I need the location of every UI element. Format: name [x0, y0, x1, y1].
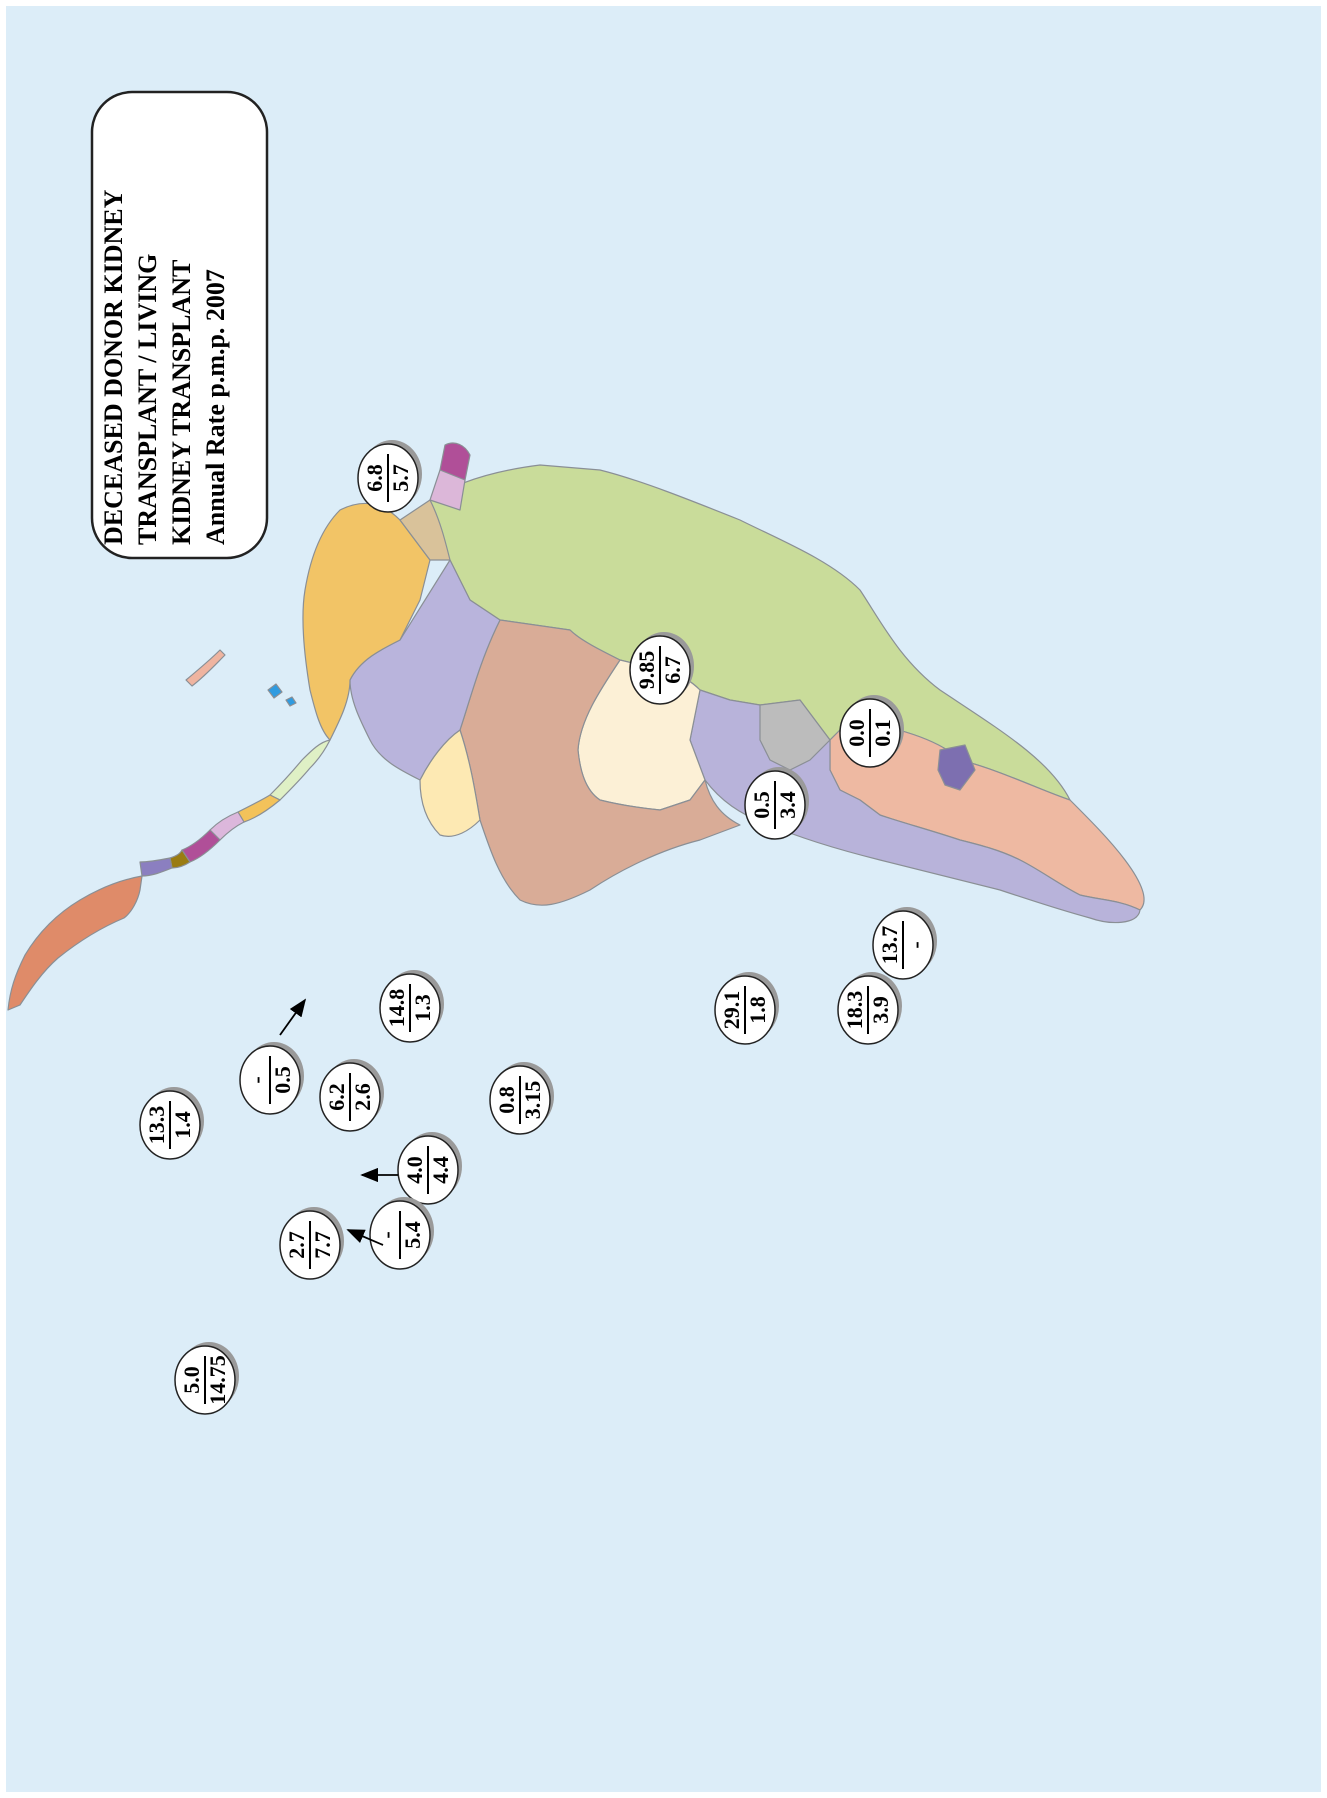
deceased-rate: 29.1 [719, 991, 744, 1030]
deceased-rate: 0.8 [494, 1086, 519, 1114]
living-rate: 3.9 [868, 996, 893, 1024]
region-guyana [399, 499, 451, 561]
living-rate: 1.3 [410, 994, 435, 1022]
living-rate: 2.6 [350, 1083, 375, 1111]
living-rate: 7.7 [310, 1231, 335, 1259]
living-rate: 0.5 [270, 1066, 295, 1094]
legend-box: DECEASED DONOR KIDNEY TRANSPLANT / LIVIN… [90, 90, 269, 560]
pointer-arrow [279, 998, 307, 1036]
region-dominican-republic [267, 683, 283, 699]
deceased-rate: - [374, 1231, 399, 1238]
legend-title-line-2: TRANSPLANT / LIVING [133, 254, 162, 545]
living-rate: 14.75 [205, 1355, 230, 1405]
legend-title-line-4: Annual Rate p.m.p. 2007 [201, 269, 230, 545]
living-rate: 3.4 [775, 791, 800, 819]
living-rate: 3.15 [520, 1081, 545, 1120]
deceased-rate: 0.0 [844, 719, 869, 747]
region-cuba [185, 649, 226, 687]
legend-title-line-1: DECEASED DONOR KIDNEY [99, 189, 128, 545]
deceased-rate: 6.8 [362, 464, 387, 492]
living-rate: - [903, 941, 928, 948]
living-rate: 0.1 [870, 719, 895, 747]
region-puerto-rico [285, 696, 297, 707]
deceased-rate: - [244, 1076, 269, 1083]
region-french-guiana [439, 442, 471, 481]
legend-title-line-3: KIDNEY TRANSPLANT [167, 260, 196, 545]
rate-label-chile: 13.7- [872, 907, 937, 980]
living-rate: 4.4 [428, 1156, 453, 1184]
deceased-rate: 2.7 [284, 1231, 309, 1259]
living-rate: 6.7 [660, 656, 685, 684]
rate-label-nicaragua: -0.5 [239, 1042, 304, 1115]
deceased-rate: 5.0 [179, 1366, 204, 1394]
living-rate: 5.7 [388, 464, 413, 492]
deceased-rate: 0.5 [749, 791, 774, 819]
region-uruguay [937, 744, 976, 791]
deceased-rate: 18.3 [842, 991, 867, 1030]
living-rate: 1.8 [745, 996, 770, 1024]
legend-frame [90, 90, 269, 560]
deceased-rate: 9.85 [634, 651, 659, 690]
region-paraguay [759, 699, 831, 771]
living-rate: 5.4 [400, 1221, 425, 1249]
region-guatemala [139, 857, 173, 877]
living-rate: 1.4 [170, 1111, 195, 1139]
region-mexico [7, 875, 143, 1011]
deceased-rate: 14.8 [384, 989, 409, 1028]
deceased-rate: 13.7 [877, 926, 902, 965]
rate-label-el-salvador: -5.4 [369, 1197, 434, 1270]
deceased-rate: 4.0 [402, 1156, 427, 1184]
deceased-rate: 6.2 [324, 1083, 349, 1111]
deceased-rate: 13.3 [144, 1106, 169, 1145]
pointer-arrow [346, 1229, 384, 1246]
region-venezuela [302, 502, 431, 741]
